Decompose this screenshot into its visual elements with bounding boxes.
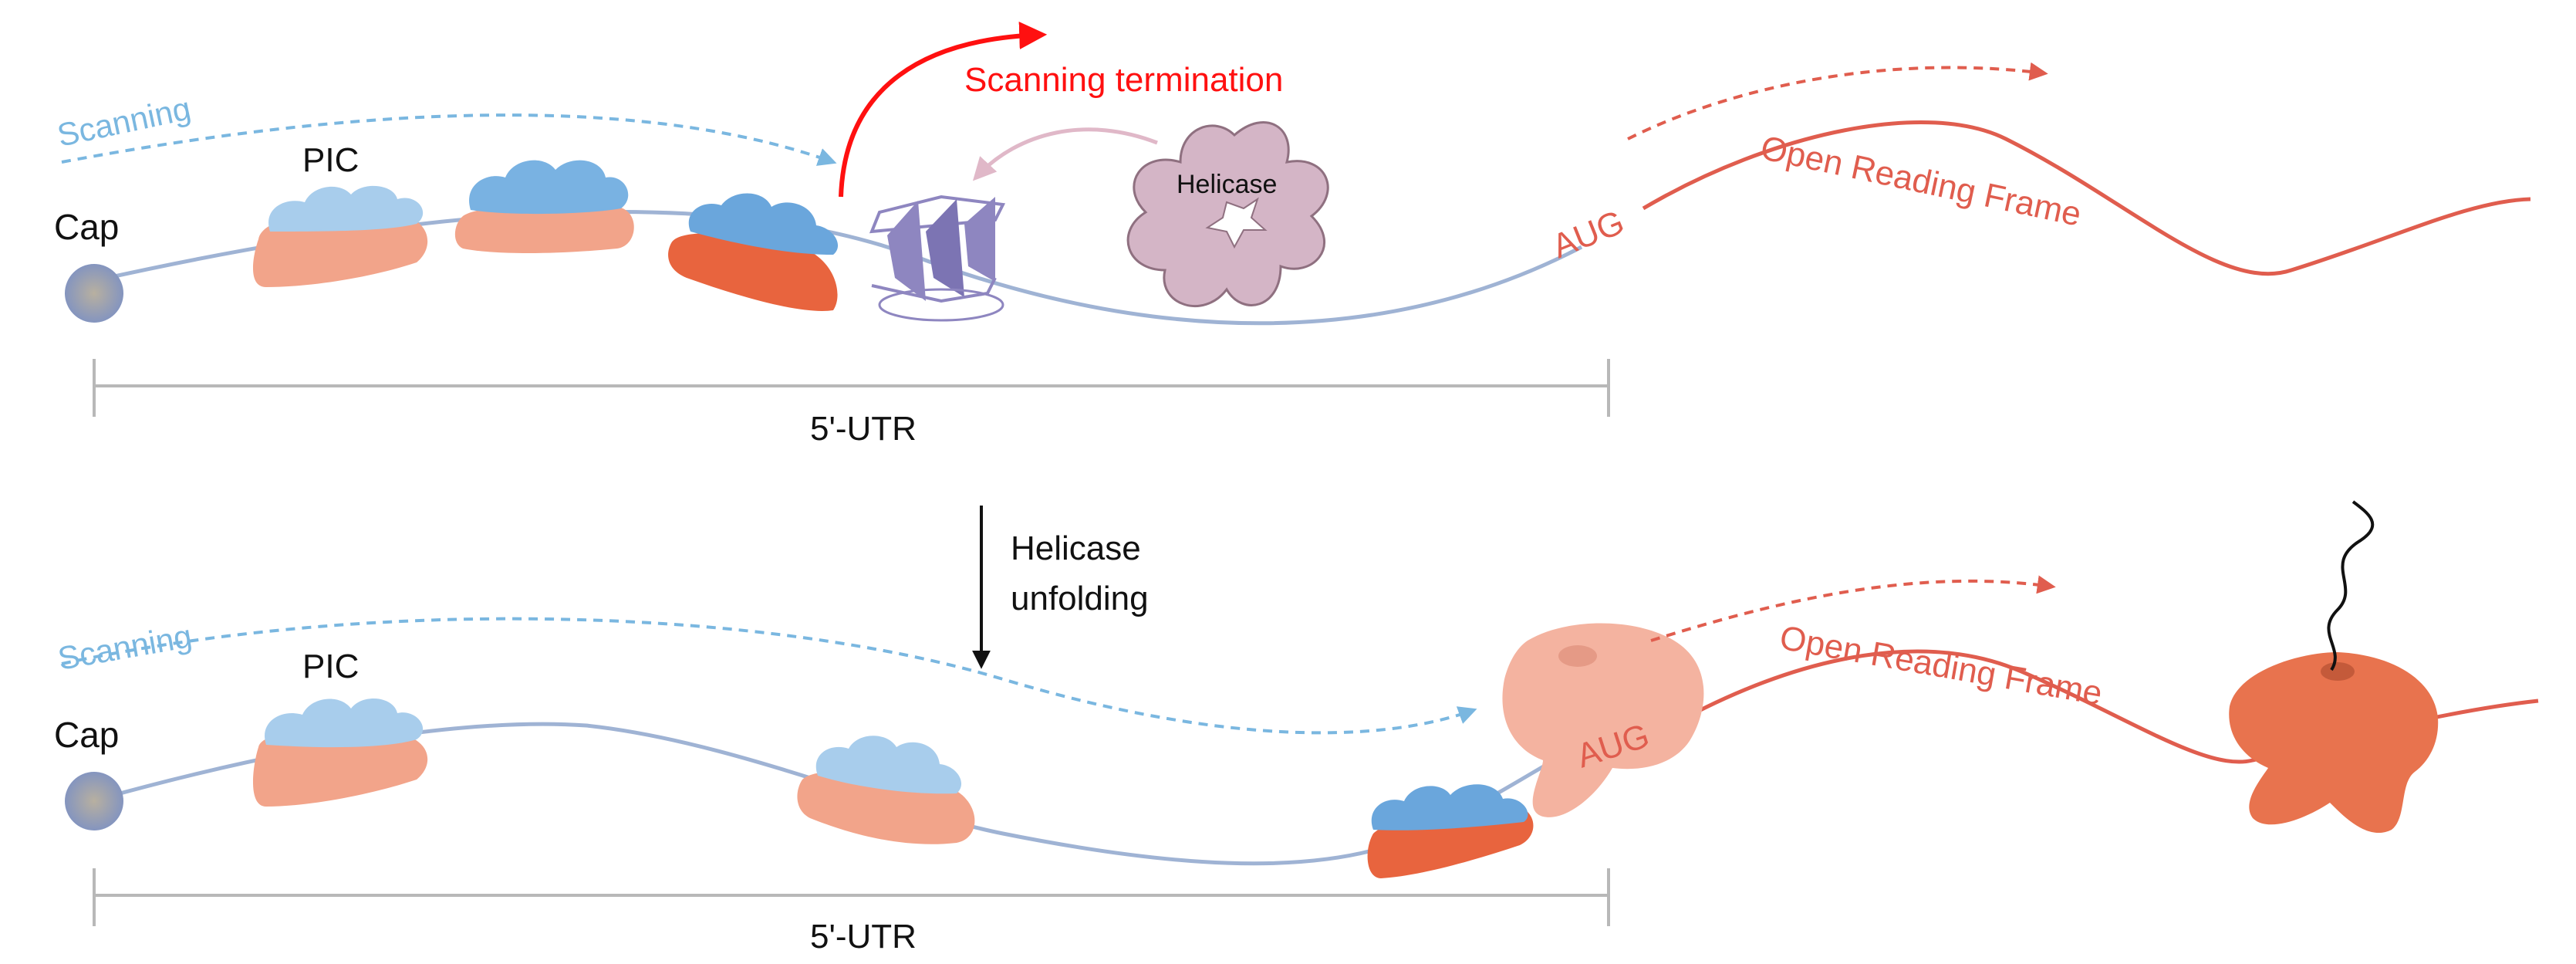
g-quadruplex-structure [869,194,1006,322]
top-pic-3 [668,193,839,311]
bottom-orf-label: Open Reading Frame [1777,619,2105,713]
bottom-pic-label: PIC [302,648,359,685]
bottom-orf-dashed-arrow [1650,575,2056,642]
top-orf-dashed-arrow [1627,62,2048,140]
bottom-scanning-arrow [61,617,1477,735]
bottom-utr-label: 5'-UTR [810,918,917,956]
bottom-pic-3 [1367,784,1534,878]
bottom-scanning-label: Scanning [55,617,194,677]
bottom-cap-icon [65,772,123,830]
top-aug-label: AUG [1547,203,1629,266]
helicase-protein: Helicase [1126,121,1329,308]
top-scanning-label: Scanning [54,90,194,153]
bottom-utr-ruler [93,868,1610,926]
middle-step: Helicase unfolding [972,506,1149,669]
scanning-termination-label: Scanning termination [964,61,1283,99]
top-panel: Scanning Cap PIC [54,21,2531,448]
top-scanning-arrow [61,113,837,166]
scanning-termination-arrow [839,21,1048,198]
top-utr-ruler [93,359,1610,417]
nascent-peptide [2327,500,2375,671]
bottom-pic-1 [252,698,428,807]
bottom-pic-2 [797,736,975,844]
top-pic-label: PIC [302,141,359,179]
top-orf-line [1642,120,2531,276]
top-cap-label: Cap [54,207,119,247]
bottom-cap-label: Cap [54,715,119,755]
step-label-line1: Helicase [1011,529,1141,567]
top-utr-label: 5'-UTR [810,410,917,448]
top-pic-2 [454,160,634,253]
helicase-to-g4-arrow [972,127,1158,181]
ribosome-elongating [2229,500,2439,834]
bottom-panel: Scanning Cap PIC AUG Open R [54,500,2539,956]
top-pic-1 [252,185,428,287]
top-cap-icon [65,264,123,323]
ribosome-initiating [1502,623,1704,817]
helicase-label: Helicase [1177,170,1277,199]
top-orf-label: Open Reading Frame [1757,129,2085,234]
step-label-line2: unfolding [1011,580,1149,617]
